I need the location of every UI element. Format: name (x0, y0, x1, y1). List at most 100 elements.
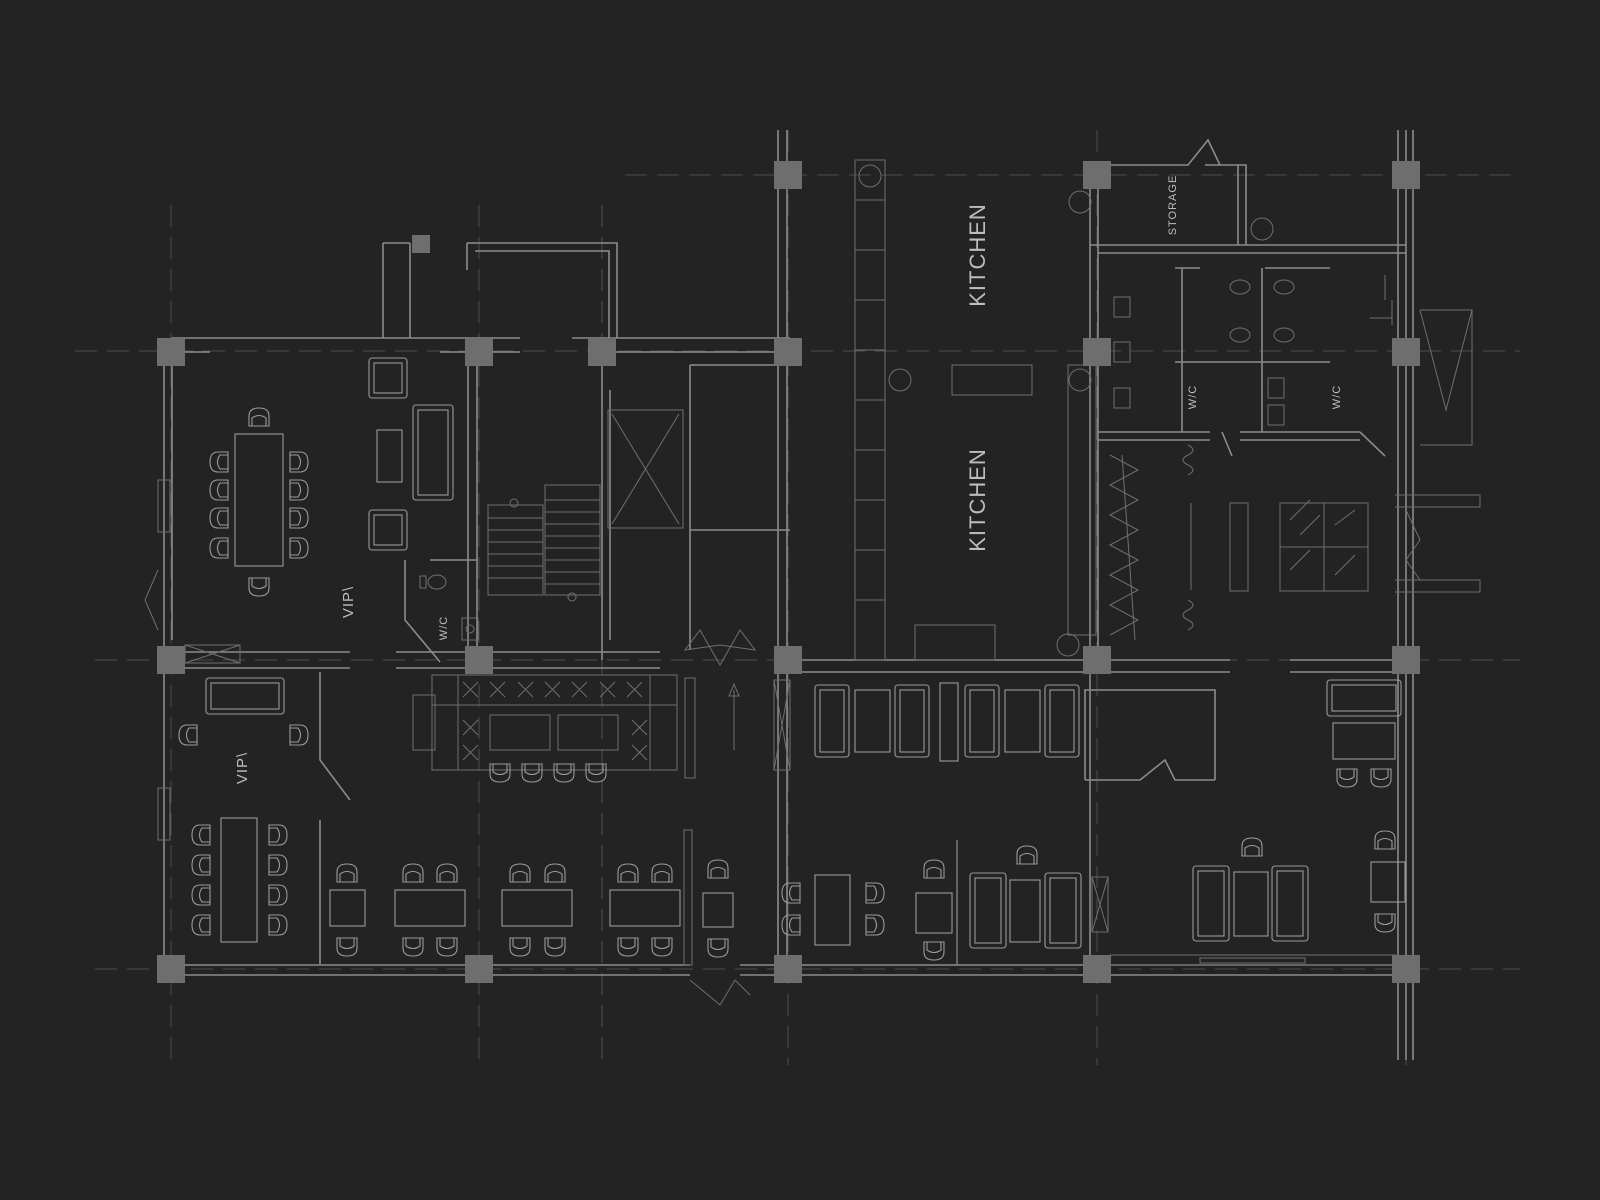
chair-icon (209, 537, 229, 559)
sofa-icon (1271, 865, 1309, 942)
table (1004, 689, 1041, 753)
chair-icon (1370, 768, 1392, 788)
chair-icon (289, 724, 309, 746)
chair-icon (1374, 830, 1396, 850)
toilet-icon (419, 574, 447, 590)
chair-icon (509, 937, 531, 957)
sofa-seat (1049, 689, 1075, 753)
sofa-icon (1044, 684, 1080, 758)
elevator-icon (607, 409, 684, 529)
kitchen-shelves (854, 159, 1274, 661)
chair-icon (1336, 768, 1358, 788)
chair-icon (544, 937, 566, 957)
chair-icon (191, 854, 211, 876)
room-label-wc-right-a: W/C (1187, 385, 1199, 409)
sofa-seat (899, 689, 925, 753)
plumbing (419, 275, 1393, 641)
sofa-seat (819, 689, 845, 753)
chair-icon (178, 724, 198, 746)
chair-icon (248, 577, 270, 597)
chair-icon (707, 938, 729, 958)
chair-icon (191, 824, 211, 846)
table (376, 429, 403, 483)
sofa-icon (205, 677, 285, 715)
details (144, 159, 1481, 1006)
room-label-storage: STORAGE (1167, 175, 1179, 236)
table (234, 433, 284, 567)
chair-icon (585, 763, 607, 783)
chair-icon (781, 914, 801, 936)
chair-icon (553, 763, 575, 783)
chair-icon (651, 863, 673, 883)
chair-icon (268, 854, 288, 876)
chair-icon (209, 479, 229, 501)
chair-icon (923, 941, 945, 961)
sofa-seat (1276, 870, 1304, 937)
table (1233, 871, 1269, 937)
room-label-wc-right-b: W/C (1331, 385, 1343, 409)
table (220, 817, 258, 943)
chair-icon (865, 882, 885, 904)
sofa-seat (974, 877, 1002, 944)
up-arrow-icon (728, 682, 740, 750)
table (501, 889, 573, 927)
sofa-seat (210, 682, 280, 710)
sofa-icon (1192, 865, 1230, 942)
chair-icon (268, 884, 288, 906)
chair-icon (289, 537, 309, 559)
sofa-icon (1044, 872, 1082, 949)
sink-icon (461, 617, 479, 641)
chair-icon (436, 937, 458, 957)
sofa-seat (373, 362, 403, 394)
chair-icon (268, 824, 288, 846)
sofa-icon (814, 684, 850, 758)
sofa-icon (1326, 679, 1402, 717)
chair-icon (336, 863, 358, 883)
table (1370, 861, 1406, 903)
chair-icon (402, 863, 424, 883)
sofa-icon (964, 684, 1000, 758)
chair-icon (1016, 845, 1038, 865)
chair-icon (521, 763, 543, 783)
chair-icon (336, 937, 358, 957)
chair-icon (289, 451, 309, 473)
chair-icon (1241, 837, 1263, 857)
chair-icon (289, 507, 309, 529)
sofa-icon (412, 404, 454, 501)
chair-icon (402, 937, 424, 957)
room-label-vip-lower: VIP\ (234, 752, 251, 784)
chair-icon (781, 882, 801, 904)
table (609, 889, 681, 927)
chair-icon (544, 863, 566, 883)
chair-icon (209, 451, 229, 473)
table (329, 889, 366, 927)
table (1332, 722, 1396, 760)
bar-crosses (462, 681, 648, 761)
chair-icon (436, 863, 458, 883)
sofa-icon (368, 357, 408, 399)
furniture (178, 357, 1406, 965)
chair-icon (865, 914, 885, 936)
chair-icon (209, 507, 229, 529)
table (702, 892, 734, 928)
chair-icon (651, 937, 673, 957)
chair-icon (489, 763, 511, 783)
table (854, 689, 891, 753)
room-label-kitchen-lower: KITCHEN (965, 448, 990, 552)
sofa-icon (894, 684, 930, 758)
stair-treads (488, 499, 600, 585)
table (1009, 879, 1041, 943)
chair-icon (268, 914, 288, 936)
partition-panel (939, 682, 959, 762)
table (915, 892, 953, 934)
chair-icon (617, 863, 639, 883)
room-label-wc-left: W/C (438, 616, 450, 640)
room-label-kitchen-upper: KITCHEN (965, 203, 990, 307)
sofa-seat (1049, 877, 1077, 944)
wc-urinals (1113, 275, 1393, 426)
sofa-icon (368, 509, 408, 551)
table (814, 874, 851, 946)
chair-icon (289, 479, 309, 501)
sofa-seat (1197, 870, 1225, 937)
